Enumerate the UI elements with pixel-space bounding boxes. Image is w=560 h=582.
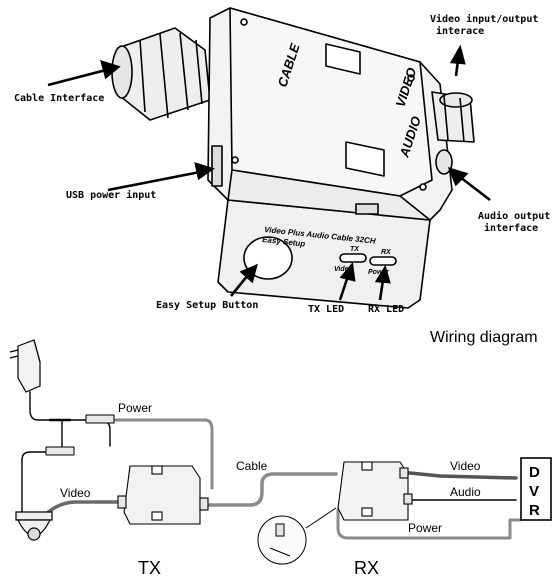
callout-tx-led: TX LED: [308, 304, 344, 315]
wire-label-cable: Cable: [236, 459, 268, 473]
bnc-cable-connector: [111, 27, 211, 121]
usb-port-icon: [211, 145, 223, 187]
device-front-title-2: Easy Setup: [262, 235, 306, 248]
bnc-video-connector: [431, 91, 475, 143]
camera-icon: [15, 511, 53, 541]
callout-audio-output-1: Audio output: [478, 210, 550, 222]
audio-jack-icon: [435, 149, 453, 175]
dvr-box: [520, 457, 552, 521]
callout-audio-output-2: interface: [484, 222, 538, 234]
callout-video-io-2: interace: [436, 25, 484, 37]
callout-easy-setup: Easy Setup Button: [156, 300, 258, 311]
dvr-letter-r: R: [529, 502, 540, 519]
dvr-letter-d: D: [529, 464, 540, 481]
wiring-cables: [21, 391, 522, 540]
wire-label-video-left: Video: [60, 486, 91, 500]
rx-label: RX: [354, 558, 379, 578]
rx-unit-icon: [337, 461, 413, 521]
callout-cable-interface: Cable Interface: [14, 93, 104, 104]
usb-plug-inset: [257, 507, 337, 565]
callout-arrows: [47, 44, 491, 301]
tx-led-icon: [339, 253, 367, 263]
device-led-tx-label: TX: [350, 246, 360, 253]
callout-rx-led: RX LED: [368, 304, 404, 315]
wire-label-audio-right: Audio: [450, 485, 481, 499]
device-led-video-label: Video: [334, 266, 354, 273]
dvr-letter-v: V: [529, 483, 539, 500]
callout-usb-power: USB power input: [66, 189, 156, 201]
wire-label-video-right: Video: [450, 459, 481, 473]
wiring-heading: Wiring diagram: [430, 329, 538, 346]
rx-led-icon: [369, 256, 397, 266]
tx-unit-icon: [117, 465, 209, 525]
wire-label-power-top: Power: [118, 401, 152, 415]
wire-label-power-right: Power: [408, 521, 442, 535]
power-adapter-icon: [9, 339, 41, 393]
callout-video-io-1: Video input/output: [430, 13, 538, 25]
tx-label: TX: [138, 558, 161, 578]
device-led-power-label: Power: [368, 269, 390, 276]
device-led-rx-label: RX: [381, 249, 392, 256]
